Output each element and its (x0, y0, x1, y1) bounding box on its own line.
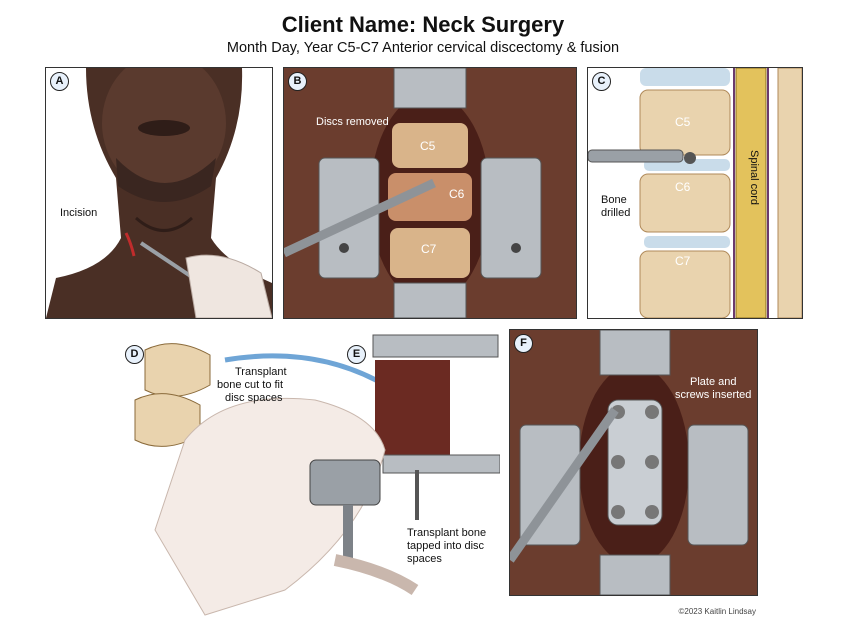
panel-de-illustration (134, 334, 501, 616)
copyright-text: ©2023 Kaitlin Lindsay (678, 607, 757, 616)
vertebra-c5-label: C5 (420, 139, 436, 153)
panel-b-discs-removed: B Discs removed C5 C6 C7 (283, 67, 577, 319)
page-subtitle: Month Day, Year C5-C7 Anterior cervical … (226, 40, 620, 56)
incision-label: Incision (60, 207, 98, 219)
panel-a-illustration (46, 68, 272, 318)
transplant-cut-label-line1: Transplant (235, 366, 287, 378)
discs-removed-label: Discs removed (316, 116, 389, 128)
vertebra-c5-label: C5 (675, 115, 691, 129)
panel-b-illustration (284, 68, 576, 318)
plate-screws-label-line2: screws inserted (675, 389, 752, 401)
bone-drilled-label-line2: drilled (601, 207, 631, 219)
plate-screws-label-line1: Plate and (690, 376, 737, 388)
transplant-tapped-label-line1: Transplant bone (407, 527, 487, 539)
vertebra-c6-label: C6 (449, 187, 465, 201)
vertebra-c7-label: C7 (421, 242, 437, 256)
panel-a-incision: A Incision (45, 67, 273, 319)
panel-b-badge: B (288, 72, 307, 91)
transplant-tapped-label-line2: tapped into disc (407, 540, 485, 552)
panel-de-graft-insertion: D E Transplant bone cut to fit disc spac… (115, 330, 501, 620)
panel-f-plate-screws: F Plate and screws inserted (509, 329, 758, 596)
bone-drilled-label-line1: Bone (601, 194, 627, 206)
vertebra-c6-label: C6 (675, 180, 691, 194)
transplant-cut-label-line2: bone cut to fit (217, 379, 284, 391)
panel-c-badge: C (592, 72, 611, 91)
transplant-tapped-label-line3: spaces (407, 553, 442, 565)
vertebra-c7-label: C7 (675, 254, 691, 268)
panel-f-illustration (510, 330, 757, 595)
page-title: Client Name: Neck Surgery (281, 12, 565, 37)
spinal-cord-label: Spinal cord (748, 150, 760, 206)
panel-c-illustration (588, 68, 802, 318)
panel-f-badge: F (514, 334, 533, 353)
panel-a-badge: A (50, 72, 69, 91)
panel-d-badge: D (125, 345, 144, 364)
panel-c-bone-drilled: C C5 C6 C7 Bone drilled Spinal cord (587, 67, 803, 319)
transplant-cut-label-line3: disc spaces (225, 392, 283, 404)
panel-e-badge: E (347, 345, 366, 364)
